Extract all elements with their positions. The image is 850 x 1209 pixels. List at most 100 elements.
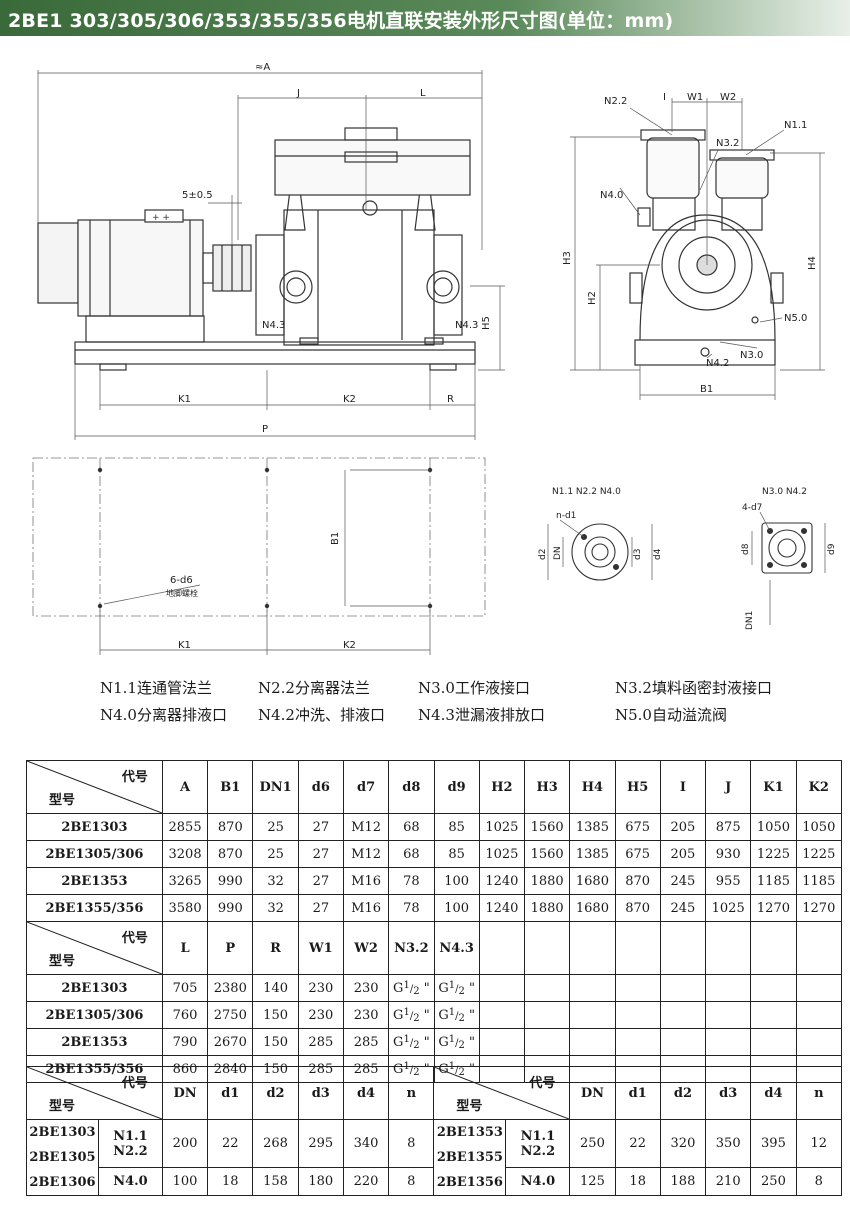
value-cell: 78: [388, 894, 435, 922]
flange1-d4: d4: [653, 548, 663, 560]
page-title: 2BE1 303/305/306/353/355/356电机直联安装外形尺寸图(…: [8, 10, 674, 32]
legend-item: N3.0工作液接口: [418, 679, 530, 697]
empty-cell: [478, 1028, 526, 1056]
value-cell: 32: [252, 867, 299, 895]
column-header: K2: [795, 760, 843, 814]
model-name: 2BE1353: [26, 1028, 163, 1056]
legend-item: N2.2分离器法兰: [258, 679, 370, 697]
value-cell: 1560: [524, 840, 571, 868]
plan-b1: B1: [330, 532, 341, 545]
value-cell: 200: [161, 1118, 209, 1169]
column-header: A: [161, 760, 209, 814]
legend-item: N4.0分离器排液口: [100, 706, 227, 724]
value-cell: 32: [252, 894, 299, 922]
value-cell: 1270: [795, 894, 843, 922]
legend-item: N4.3泄漏液排放口: [418, 706, 545, 724]
empty-cell: [705, 1028, 752, 1056]
title-bar: 2BE1 303/305/306/353/355/356电机直联安装外形尺寸图(…: [0, 0, 850, 36]
port-n43-right: N4.3: [455, 320, 478, 331]
corner-model-label: 型号: [49, 954, 76, 969]
value-cell: 250: [569, 1118, 616, 1169]
value-cell: 395: [750, 1118, 797, 1169]
empty-cell: [795, 974, 843, 1002]
value-cell: 250: [750, 1167, 797, 1196]
side-n42: N4.2: [706, 358, 729, 369]
model-name: 2BE1305/306: [26, 840, 163, 868]
value-cell: 1680: [569, 867, 616, 895]
column-header: N4.3: [433, 921, 480, 975]
side-h4: H4: [807, 256, 818, 270]
value-cell: 1025: [478, 813, 526, 841]
value-cell: 930: [705, 840, 752, 868]
dim-a: ≈A: [255, 62, 270, 73]
value-cell: 27: [297, 840, 344, 868]
side-n32: N3.2: [716, 138, 739, 149]
value-cell: 245: [659, 894, 707, 922]
thread-g: G: [393, 1007, 404, 1023]
value-cell: 188: [659, 1167, 707, 1196]
empty-cell: [614, 1001, 661, 1029]
value-cell: 205: [659, 813, 707, 841]
empty-cell: [795, 1001, 843, 1029]
dim-k2: K2: [343, 394, 356, 405]
thread-g: G: [438, 1007, 449, 1023]
empty-cell: [705, 974, 752, 1002]
plan-k2: K2: [343, 640, 356, 651]
column-header: H2: [478, 760, 526, 814]
side-w2: W2: [720, 92, 736, 103]
value-cell: 2380: [207, 974, 254, 1002]
column-header: I: [659, 760, 707, 814]
corner-model-label: 型号: [49, 793, 76, 808]
value-cell: 2855: [161, 813, 209, 841]
value-cell: 8: [388, 1118, 435, 1169]
empty-cell: [750, 1001, 797, 1029]
flange1-d3: d3: [633, 549, 643, 560]
column-header: H5: [614, 760, 661, 814]
side-n50: N5.0: [784, 313, 807, 324]
empty-cell: [750, 974, 797, 1002]
legend-item: N3.2填料函密封液接口: [615, 679, 772, 697]
column-header: d9: [433, 760, 480, 814]
flange2-dn1: DN1: [745, 611, 755, 630]
dim-r: R: [447, 394, 454, 405]
column-header: d6: [297, 760, 344, 814]
table1-corner: 代号型号: [26, 760, 163, 814]
value-cell: 150: [252, 1028, 299, 1056]
value-cell: 78: [388, 867, 435, 895]
value-cell: 1240: [478, 894, 526, 922]
flange2-d8: d8: [741, 543, 751, 555]
value-cell: 705: [161, 974, 209, 1002]
value-cell: 955: [705, 867, 752, 895]
empty-cell: [478, 974, 526, 1002]
value-cell: 870: [614, 867, 661, 895]
value-cell: 870: [614, 894, 661, 922]
column-header: H3: [524, 760, 571, 814]
value-cell: 12: [795, 1118, 843, 1169]
column-header: W1: [297, 921, 344, 975]
corner-code-label: 代号: [121, 770, 148, 785]
table2-corner: 代号型号: [26, 921, 163, 975]
table3-corner-left: 代号型号: [26, 1066, 163, 1120]
empty-cell: [659, 921, 707, 975]
empty-cell: [705, 921, 752, 975]
thread-size-cell: G1/2 ": [433, 974, 480, 1002]
empty-cell: [659, 1028, 707, 1056]
empty-cell: [614, 1028, 661, 1056]
value-cell: 790: [161, 1028, 209, 1056]
value-cell: 85: [433, 813, 480, 841]
value-cell: M16: [342, 894, 390, 922]
value-cell: 1880: [524, 867, 571, 895]
column-header: d3: [705, 1066, 752, 1120]
value-cell: 100: [161, 1167, 209, 1196]
value-cell: 3208: [161, 840, 209, 868]
value-cell: 1385: [569, 840, 616, 868]
flange2-4d7: 4-d7: [742, 503, 762, 513]
value-cell: 875: [705, 813, 752, 841]
column-header: B1: [207, 760, 254, 814]
